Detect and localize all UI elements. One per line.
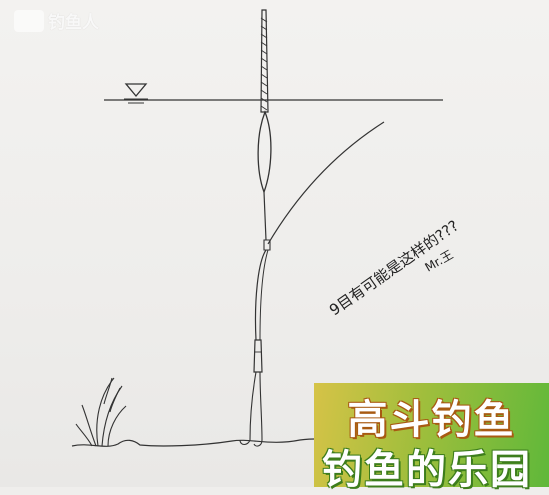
promo-banner: 高斗钓鱼 钓鱼的乐园 xyxy=(314,383,549,493)
main-line xyxy=(267,121,385,245)
handwritten-note: 9目有可能是这样的??? xyxy=(326,217,462,320)
banner-subtitle: 钓鱼的乐园 xyxy=(322,447,532,493)
leader-line xyxy=(254,249,267,341)
water-level-marker-icon xyxy=(124,83,148,104)
watermark-text: 钓鱼人 xyxy=(48,13,99,33)
leader-line-2 xyxy=(259,249,269,341)
banner-title: 高斗钓鱼 xyxy=(347,397,516,443)
line-connector xyxy=(263,239,271,251)
sinker xyxy=(253,339,263,373)
hook-line-right xyxy=(253,371,263,447)
watermark-logo: 钓鱼人 xyxy=(14,8,99,33)
hook-line-left xyxy=(239,371,257,446)
float-stem xyxy=(263,191,267,241)
fish-logo-icon xyxy=(14,9,44,32)
weed-plant-icon xyxy=(75,377,127,447)
float-body xyxy=(257,110,272,194)
float-tip xyxy=(260,9,269,113)
